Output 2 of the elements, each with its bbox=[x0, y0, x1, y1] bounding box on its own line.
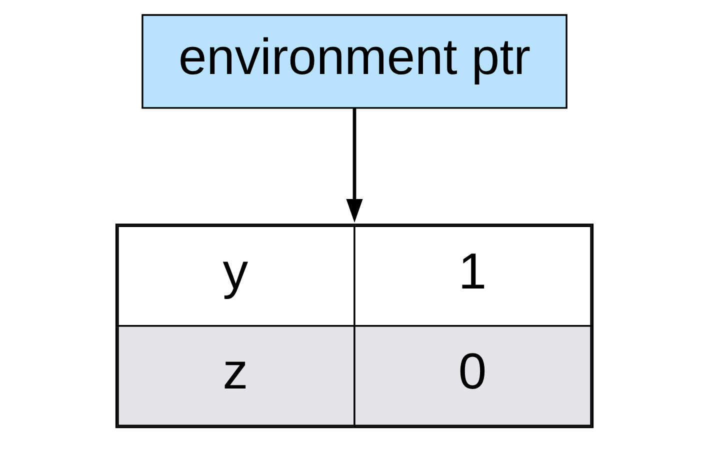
node-box: environment ptr bbox=[142, 14, 568, 109]
arrow bbox=[346, 108, 363, 223]
